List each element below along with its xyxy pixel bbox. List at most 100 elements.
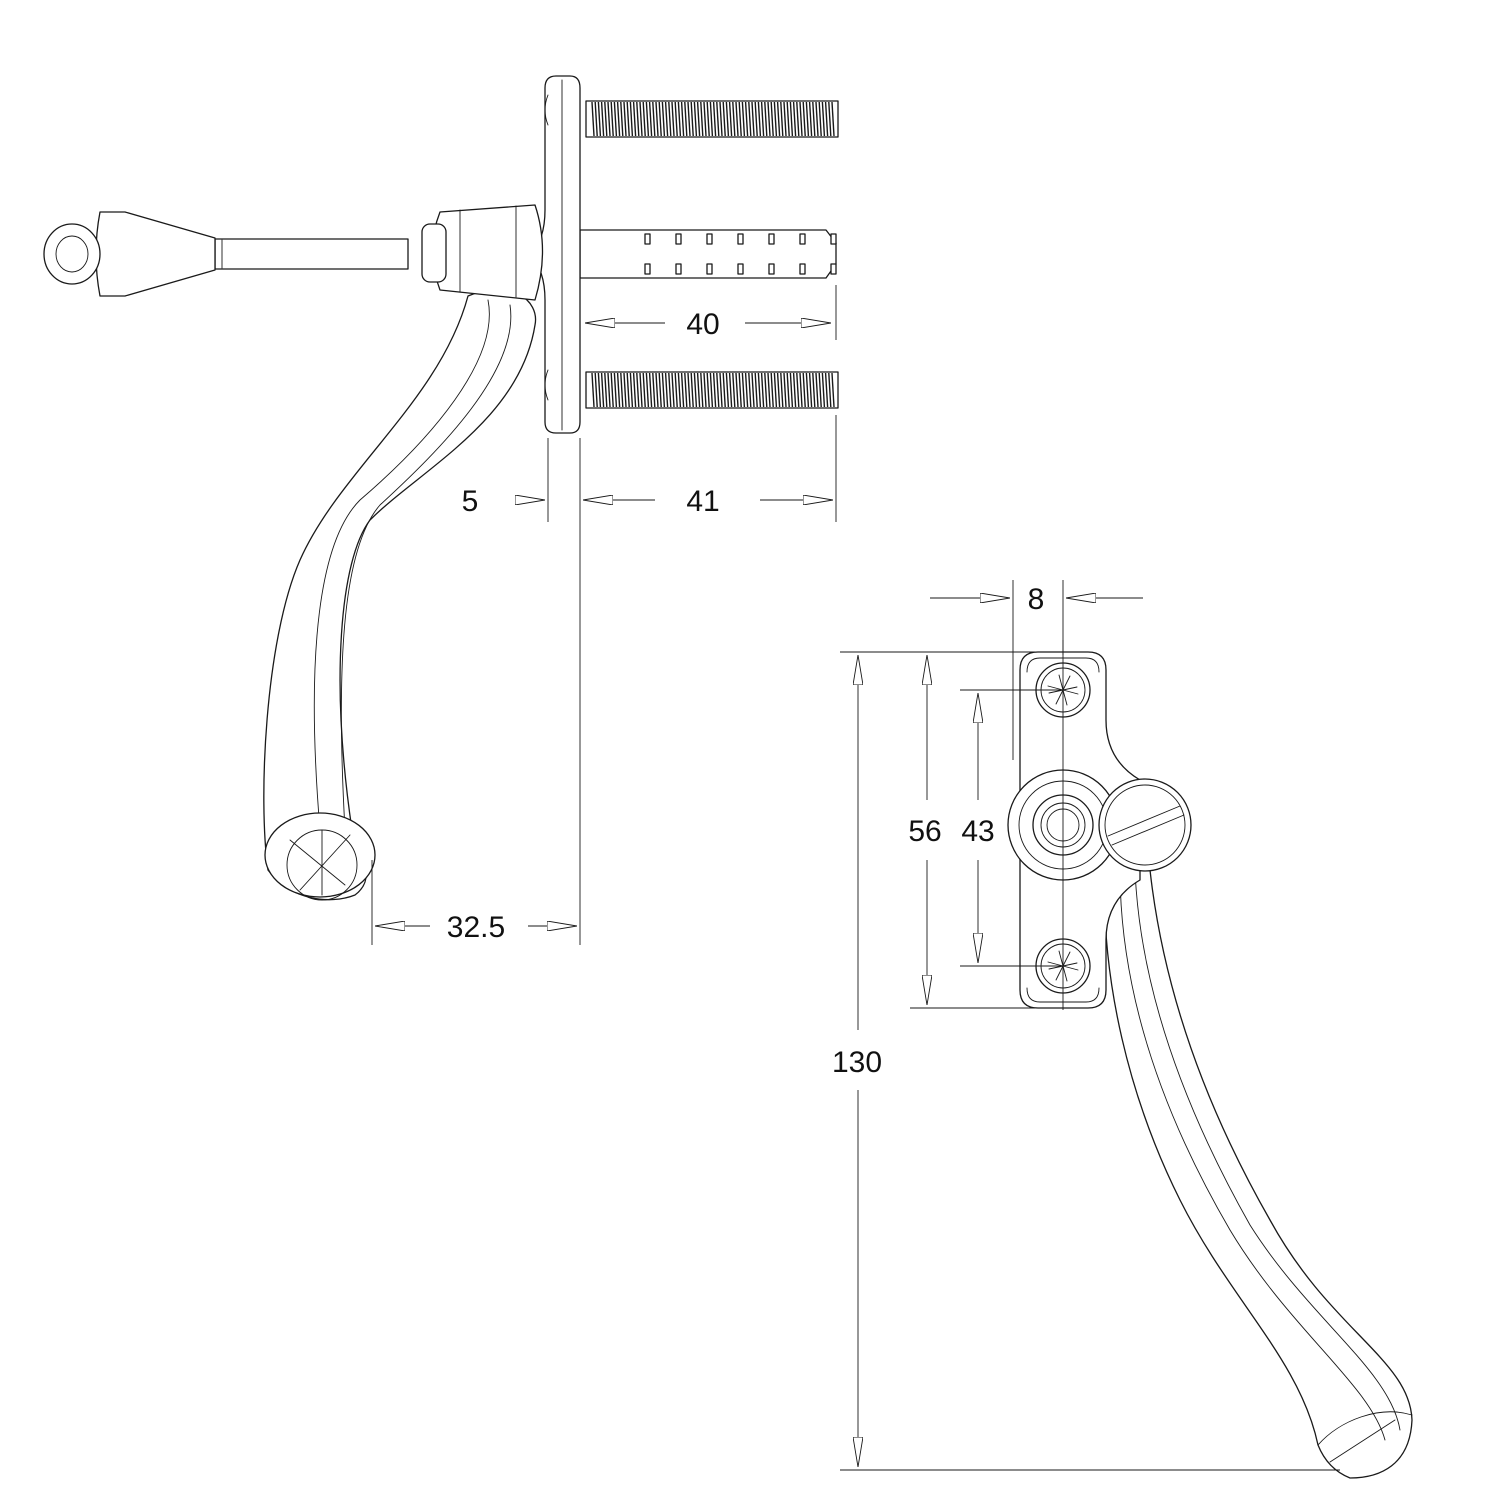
- thread-line: [741, 101, 746, 137]
- thread-line: [706, 101, 710, 137]
- thread-line: [786, 372, 790, 408]
- dowel-notch: [768, 233, 775, 245]
- thread-line: [754, 372, 758, 408]
- thread-line: [639, 372, 643, 408]
- thread-line: [664, 101, 669, 137]
- dowel-notch: [737, 233, 744, 245]
- thread-line: [792, 101, 797, 137]
- thread-line: [760, 101, 765, 137]
- thread-line: [600, 372, 605, 408]
- thread-line: [757, 372, 762, 408]
- thread-line: [828, 372, 832, 408]
- thread-line: [722, 372, 726, 408]
- thread-line: [831, 101, 835, 137]
- dowel-notch: [706, 263, 713, 275]
- dim-text-40: 40: [686, 308, 719, 341]
- front-view: 8 56 43 130: [832, 580, 1413, 1479]
- thread-line: [722, 101, 726, 137]
- thread-line: [738, 372, 742, 408]
- thread-line: [783, 101, 787, 137]
- thread-line: [780, 372, 784, 408]
- thread-line: [652, 101, 656, 137]
- thread-line: [632, 101, 637, 137]
- thread-line: [594, 101, 598, 137]
- thread-line: [623, 101, 627, 137]
- thread-line: [658, 372, 662, 408]
- top-bolt: [585, 100, 839, 138]
- thread-line: [610, 101, 614, 137]
- dowel-notch: [644, 233, 651, 245]
- thread-line: [674, 372, 678, 408]
- thread-line: [748, 372, 752, 408]
- thread-line: [607, 372, 611, 408]
- thread-line: [751, 372, 755, 408]
- thread-line: [744, 101, 749, 137]
- thread-line: [703, 372, 707, 408]
- dowel-notch: [768, 263, 775, 275]
- dowel-notch: [830, 263, 837, 275]
- dowel-notch: [830, 233, 837, 245]
- thread-line: [652, 372, 656, 408]
- thread-line: [828, 101, 832, 137]
- thread-line: [732, 101, 736, 137]
- thread-line: [799, 101, 803, 137]
- thread-line: [789, 372, 794, 408]
- thread-line: [802, 101, 806, 137]
- thread-line: [696, 101, 701, 137]
- thread-line: [680, 101, 685, 137]
- thread-line: [668, 372, 672, 408]
- thread-line: [664, 372, 669, 408]
- thread-line: [639, 101, 643, 137]
- thread-line: [693, 372, 698, 408]
- thread-line: [620, 372, 624, 408]
- thread-line: [780, 101, 784, 137]
- thread-line: [725, 372, 730, 408]
- thread-line: [748, 101, 752, 137]
- thread-line: [613, 372, 618, 408]
- thread-line: [735, 101, 739, 137]
- thread-line: [616, 372, 621, 408]
- thread-line: [735, 372, 739, 408]
- thread-line: [648, 101, 653, 137]
- thread-line: [818, 101, 822, 137]
- thread-line: [661, 372, 666, 408]
- thread-line: [767, 372, 771, 408]
- thread-line: [709, 372, 714, 408]
- thread-line: [728, 101, 733, 137]
- thread-line: [805, 101, 810, 137]
- thread-line: [792, 372, 797, 408]
- thread-line: [693, 101, 698, 137]
- thread-line: [632, 372, 637, 408]
- thread-line: [821, 101, 826, 137]
- bottom-bolt: [585, 371, 839, 409]
- thread-line: [661, 101, 666, 137]
- thread-line: [655, 101, 659, 137]
- thread-line: [642, 372, 646, 408]
- dowel: [579, 229, 837, 279]
- thread-line: [671, 372, 675, 408]
- thread-line: [610, 372, 614, 408]
- thread-line: [776, 101, 781, 137]
- thread-line: [786, 101, 790, 137]
- dim-text-56: 56: [908, 815, 941, 848]
- thread-line: [629, 372, 634, 408]
- dim-screw-length: 41: [583, 485, 833, 518]
- thread-line: [712, 101, 717, 137]
- thread-line: [668, 101, 672, 137]
- thread-line: [597, 101, 602, 137]
- thread-line: [831, 372, 835, 408]
- dim-handle-offset: 32.5: [375, 911, 577, 944]
- dim-text-8: 8: [1028, 583, 1045, 616]
- dowel-notch: [799, 263, 806, 275]
- dim-plate-width: 8: [930, 583, 1143, 616]
- thread-line: [604, 101, 608, 137]
- thread-line: [600, 101, 605, 137]
- thread-line: [725, 101, 730, 137]
- thread-line: [751, 101, 755, 137]
- dowel-notch: [644, 263, 651, 275]
- thread-line: [712, 372, 717, 408]
- thread-line: [700, 101, 704, 137]
- dowel-notch: [737, 263, 744, 275]
- thread-line: [815, 372, 819, 408]
